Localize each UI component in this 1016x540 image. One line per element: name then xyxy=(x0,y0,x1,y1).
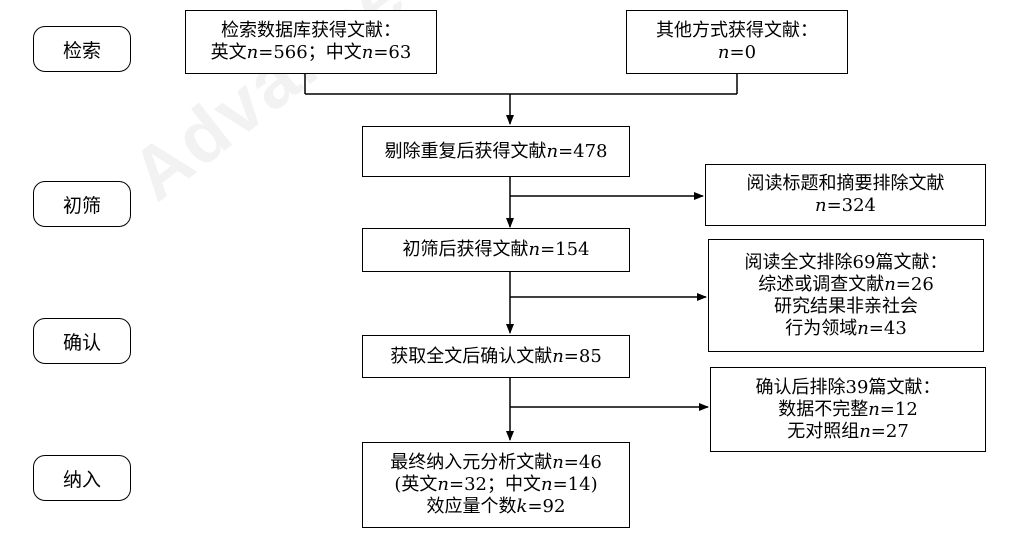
stage-include-label: 纳入 xyxy=(62,468,101,491)
excluded-title-abstract-title: 阅读标题和摘要排除文献 xyxy=(746,173,945,194)
stage-search-label: 检索 xyxy=(62,39,101,62)
box-after-screening: 初筛后获得文献n=154 xyxy=(362,228,630,272)
stage-search: 检索 xyxy=(33,26,131,72)
final-effect-sizes: 效应量个数k=92 xyxy=(426,496,566,517)
excluded-title-abstract-count: n=324 xyxy=(814,195,877,216)
stage-include: 纳入 xyxy=(33,455,131,501)
after-dedup-text: 剔除重复后获得文献n=478 xyxy=(384,140,608,162)
after-screening-text: 初筛后获得文献n=154 xyxy=(402,239,590,260)
final-included-count: 最终纳入元分析文献n=46 xyxy=(390,452,602,473)
stage-screen: 初筛 xyxy=(33,181,131,227)
final-included-breakdown: (英文n=32；中文n=14) xyxy=(394,474,598,495)
confirmed-full-text-text: 获取全文后确认文献n=85 xyxy=(390,345,602,367)
excluded-nonprosocial-line2: 行为领域n=43 xyxy=(785,317,907,339)
box-other-sources: 其他方式获得文献： n=0 xyxy=(626,10,848,74)
database-search-title: 检索数据库获得文献： xyxy=(221,20,401,41)
excluded-after-confirm-title: 确认后排除39篇文献： xyxy=(755,376,941,398)
box-excluded-title-abstract: 阅读标题和摘要排除文献 n=324 xyxy=(705,164,986,226)
excluded-review-survey: 综述或调查文献n=26 xyxy=(758,273,934,295)
excluded-incomplete-data: 数据不完整n=12 xyxy=(778,398,918,420)
box-after-dedup: 剔除重复后获得文献n=478 xyxy=(362,126,630,177)
box-excluded-full-text: 阅读全文排除69篇文献： 综述或调查文献n=26 研究结果非亲社会 行为领域n=… xyxy=(708,239,984,352)
database-search-counts: 英文n=566；中文n=63 xyxy=(210,42,412,63)
excluded-no-control: 无对照组n=27 xyxy=(787,420,909,442)
excluded-full-text-title: 阅读全文排除69篇文献： xyxy=(744,251,948,273)
box-excluded-after-confirm: 确认后排除39篇文献： 数据不完整n=12 无对照组n=27 xyxy=(710,367,986,452)
stage-confirm-label: 确认 xyxy=(62,331,101,354)
box-database-search: 检索数据库获得文献： 英文n=566；中文n=63 xyxy=(185,10,437,74)
excluded-nonprosocial-line1: 研究结果非亲社会 xyxy=(774,295,918,317)
other-sources-count: n=0 xyxy=(717,42,757,63)
stage-confirm: 确认 xyxy=(33,318,131,364)
other-sources-title: 其他方式获得文献： xyxy=(656,20,818,41)
stage-screen-label: 初筛 xyxy=(62,194,101,217)
box-confirmed-full-text: 获取全文后确认文献n=85 xyxy=(362,335,630,378)
box-final-included: 最终纳入元分析文献n=46 (英文n=32；中文n=14) 效应量个数k=92 xyxy=(362,442,630,528)
